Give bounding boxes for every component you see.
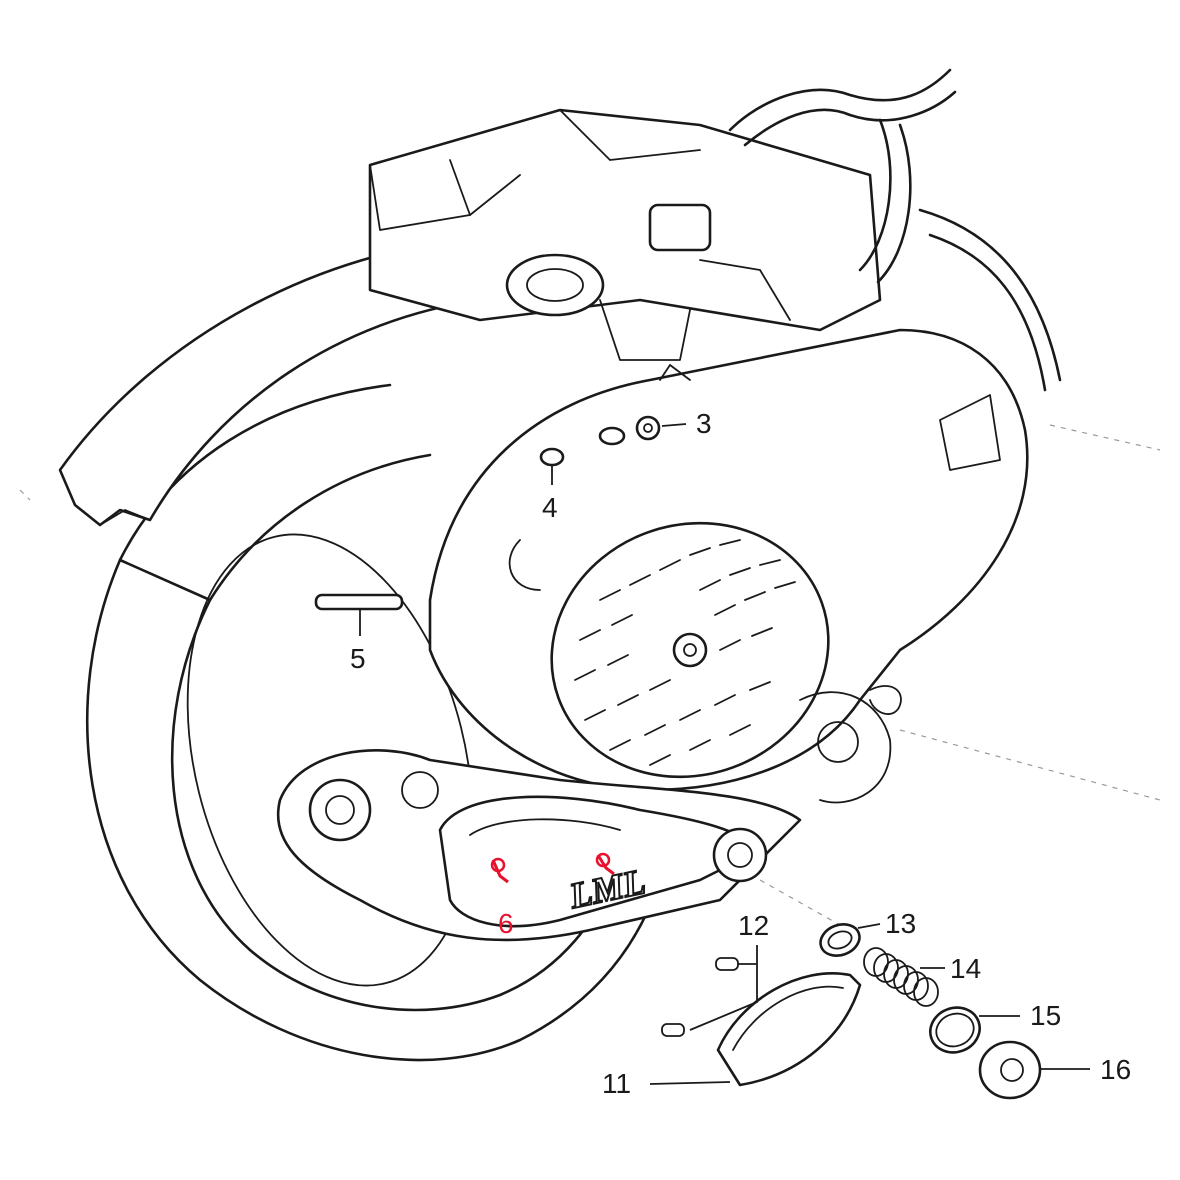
part-14-spring	[863, 947, 945, 1007]
part-16-cap-nut	[978, 1040, 1090, 1100]
callout-4: 4	[542, 492, 558, 523]
callout-5: 5	[350, 643, 366, 674]
fan-grille	[550, 521, 830, 779]
highlight-screw-right	[595, 852, 615, 876]
part-13-washer	[819, 923, 881, 957]
callout-15: 15	[1030, 1000, 1061, 1031]
callout-13: 13	[885, 908, 916, 939]
callout-labels: 3 4 5 6 11 12 13 14 15 16	[350, 408, 1131, 1099]
callout-12: 12	[738, 910, 769, 941]
part-12-screws	[661, 945, 758, 1037]
callout-16: 16	[1100, 1054, 1131, 1085]
part-15-ring	[929, 1006, 1020, 1054]
highlight-screw-left	[490, 857, 509, 884]
callout-11: 11	[602, 1068, 631, 1099]
callout-6: 6	[498, 908, 514, 939]
reference-lines	[19, 424, 1161, 926]
part-3-nut	[598, 415, 687, 446]
kickstart-cover: LML	[438, 795, 768, 928]
callout-14: 14	[950, 953, 981, 984]
fuel-tubes	[728, 68, 1062, 392]
part-5-pin	[314, 593, 404, 636]
part-4-nut	[539, 447, 565, 485]
part-11-cover-plate	[649, 972, 862, 1087]
carburettor-airbox	[368, 108, 882, 361]
callout-3: 3	[696, 408, 712, 439]
